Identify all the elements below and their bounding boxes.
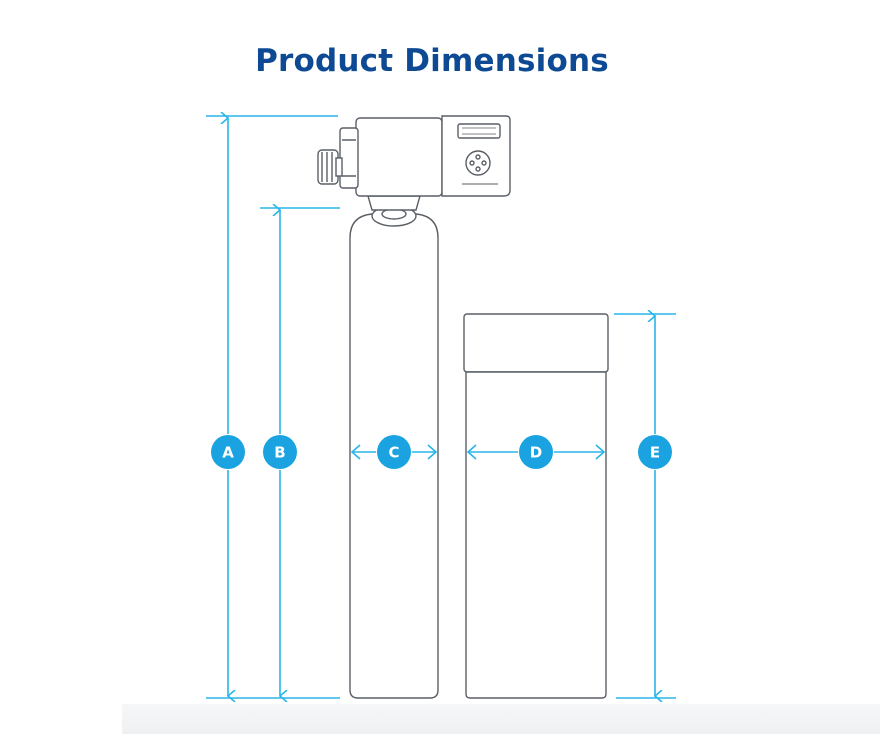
- badge-label-e: E: [650, 444, 660, 462]
- keypad-icon: [465, 150, 491, 176]
- brine-tank: [463, 313, 609, 699]
- dimension-a: [206, 116, 340, 698]
- bypass-fitting: [339, 127, 359, 189]
- badge-label-a: A: [222, 444, 234, 462]
- dimension-d: [466, 444, 606, 460]
- badge-label-d: D: [530, 444, 542, 462]
- control-valve-head: [355, 117, 443, 197]
- floor-shadow: [122, 704, 880, 734]
- dimension-badge-d: D: [519, 435, 553, 469]
- dimension-e: [614, 314, 676, 698]
- badge-label-b: B: [274, 444, 285, 462]
- badge-label-c: C: [388, 444, 399, 462]
- dimension-badge-e: E: [638, 435, 672, 469]
- dimension-c: [350, 444, 438, 460]
- lcd-screen-icon: [457, 123, 501, 139]
- brine-tank-body: [465, 371, 607, 699]
- dimension-badge-b: B: [263, 435, 297, 469]
- page-title: Product Dimensions: [255, 42, 609, 79]
- dimension-badge-a: A: [211, 435, 245, 469]
- bypass-knob: [317, 149, 339, 185]
- brine-tank-lid: [463, 313, 609, 373]
- dimension-b: [260, 208, 340, 696]
- valve-base: [367, 195, 421, 211]
- dimension-badge-c: C: [377, 435, 411, 469]
